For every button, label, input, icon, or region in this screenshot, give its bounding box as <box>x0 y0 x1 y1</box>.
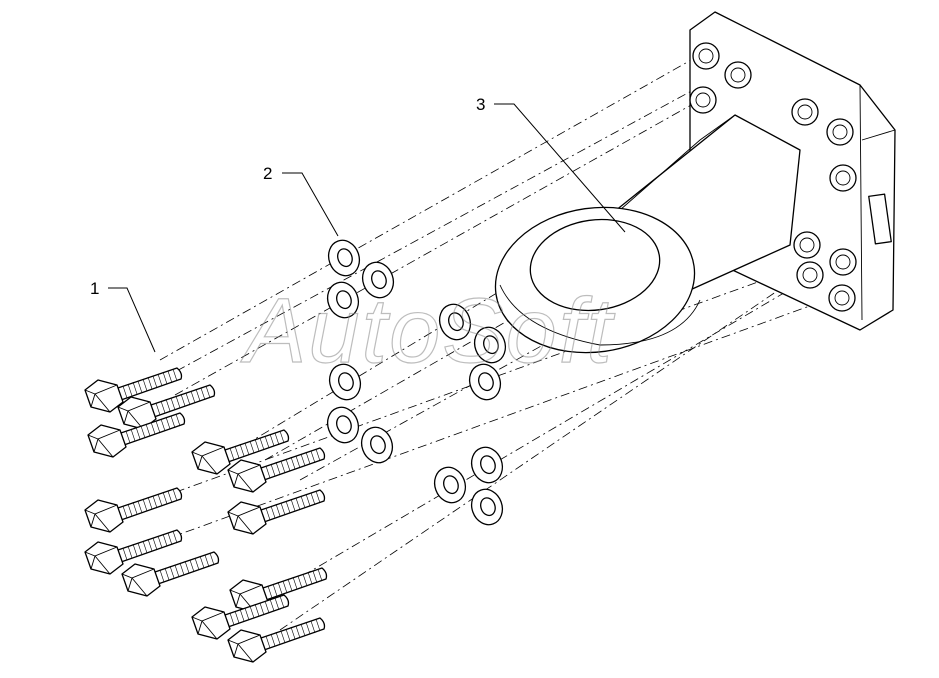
callout-3: 3 <box>476 95 626 233</box>
watermark: AutoSoft <box>240 280 615 382</box>
callout-2: 2 <box>263 164 339 237</box>
callout-1: 1 <box>90 279 156 353</box>
callout-label-1: 1 <box>90 279 99 298</box>
callout-label-2: 2 <box>263 164 272 183</box>
tow-eye-coupling <box>494 11 896 354</box>
callout-label-3: 3 <box>476 95 485 114</box>
bolts <box>84 367 328 663</box>
